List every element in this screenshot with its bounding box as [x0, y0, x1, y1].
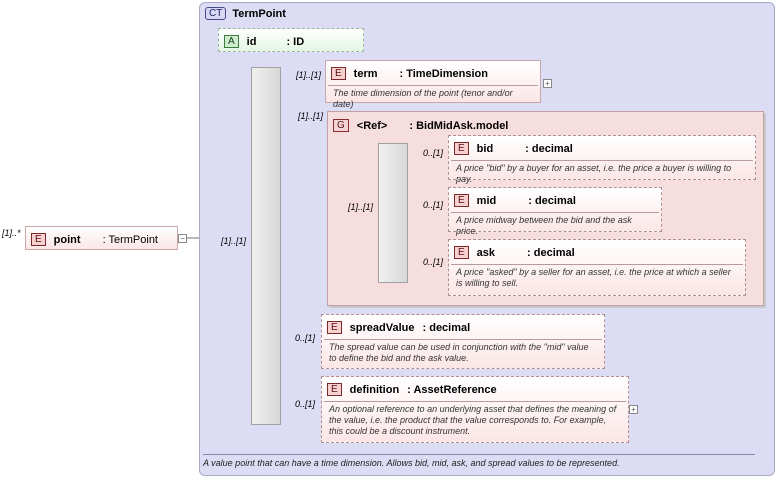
element-name: ask [476, 246, 496, 259]
ask-cardinality: 0..[1] [423, 257, 444, 267]
group-sequence[interactable] [378, 143, 408, 283]
spread-cardinality: 0..[1] [295, 333, 316, 343]
expand-toggle[interactable]: + [629, 405, 638, 414]
element-doc: The time dimension of the point (tenor a… [328, 85, 538, 112]
complex-type-name: TermPoint [232, 7, 286, 20]
element-badge: E [454, 142, 469, 155]
attribute-badge: A [224, 35, 239, 48]
attribute-id[interactable]: A id : ID [218, 28, 364, 52]
main-sequence[interactable] [251, 67, 281, 425]
group-name: <Ref> [356, 119, 388, 132]
element-bid[interactable]: E bid : decimal A price "bid" by a buyer… [448, 135, 756, 184]
group-type: : BidMidAsk.model [409, 119, 509, 132]
group-sequence-cardinality: [1]..[1] [348, 202, 374, 212]
element-type: : decimal [528, 194, 576, 207]
element-doc: An optional reference to an underlying a… [324, 401, 626, 439]
complex-type-badge: CT [205, 7, 227, 20]
element-doc: A price midway between the bid and the a… [451, 212, 659, 239]
attribute-type: : ID [286, 35, 305, 48]
complex-type-doc: A value point that can have a time dimen… [203, 454, 755, 468]
element-badge: E [331, 67, 346, 80]
element-badge: E [454, 246, 469, 259]
element-badge: E [327, 321, 342, 334]
element-badge: E [327, 383, 342, 396]
element-name: point [53, 233, 81, 246]
element-type: : TermPoint [102, 233, 158, 246]
element-name: term [353, 67, 378, 80]
element-type: : decimal [527, 246, 575, 259]
element-mid[interactable]: E mid : decimal A price midway between t… [448, 187, 662, 236]
definition-cardinality: 0..[1] [295, 399, 316, 409]
element-badge: E [454, 194, 469, 207]
element-doc: A price "bid" by a buyer for an asset, i… [451, 160, 753, 187]
element-type: : decimal [525, 142, 573, 155]
element-name: definition [349, 383, 400, 396]
bid-cardinality: 0..[1] [423, 148, 444, 158]
expand-toggle[interactable]: + [543, 79, 552, 88]
attribute-name: id [246, 35, 257, 48]
term-cardinality: [1]..[1] [296, 70, 322, 80]
element-name: bid [476, 142, 494, 155]
element-ask[interactable]: E ask : decimal A price "asked" by a sel… [448, 239, 746, 296]
group-badge: G [333, 119, 349, 132]
main-sequence-cardinality: [1]..[1] [221, 236, 247, 246]
element-doc: The spread value can be used in conjunct… [324, 339, 602, 366]
element-type: : TimeDimension [399, 67, 488, 80]
element-term[interactable]: E term : TimeDimension The time dimensio… [325, 60, 541, 109]
collapse-toggle[interactable]: − [178, 234, 187, 243]
element-spreadvalue[interactable]: E spreadValue : decimal The spread value… [321, 314, 605, 369]
element-type: : decimal [422, 321, 471, 334]
element-definition[interactable]: E definition : AssetReference An optiona… [321, 376, 629, 443]
element-name: spreadValue [349, 321, 415, 334]
root-element-point[interactable]: E point : TermPoint [25, 226, 178, 250]
element-type: : AssetReference [407, 383, 497, 396]
element-doc: A price "asked" by a seller for an asset… [451, 264, 743, 291]
mid-cardinality: 0..[1] [423, 200, 444, 210]
group-cardinality: [1]..[1] [298, 111, 324, 121]
element-name: mid [476, 194, 497, 207]
element-badge: E [31, 233, 46, 246]
root-cardinality: [1]..* [2, 228, 21, 238]
complex-type-header: CT TermPoint [205, 7, 286, 20]
